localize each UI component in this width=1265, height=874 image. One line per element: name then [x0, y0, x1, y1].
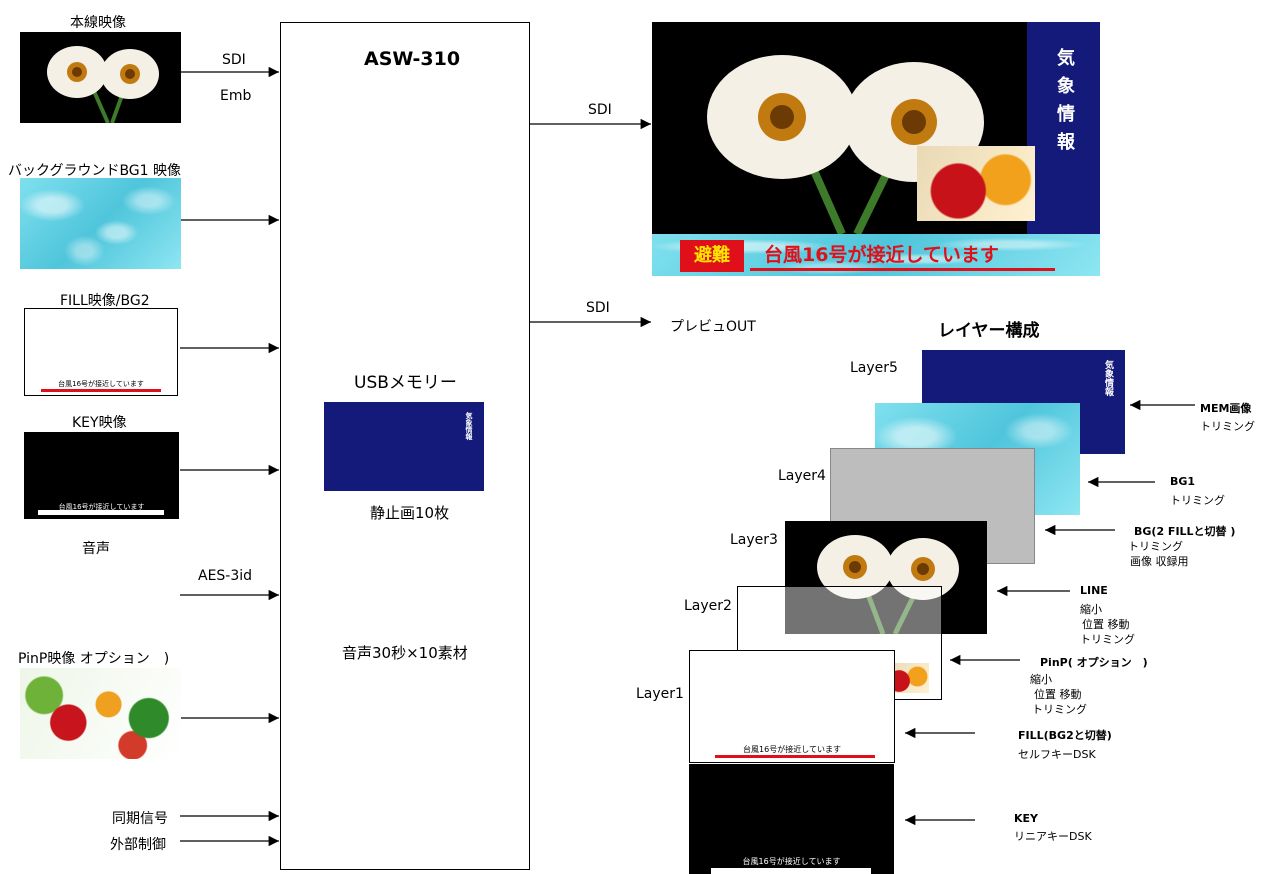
ann-bg2-sub2: 画像 収録用 — [1130, 555, 1189, 568]
key-layer-ticker-text: 台風16号が接近しています — [742, 857, 841, 866]
fill-ticker-text: 台風16号が接近しています — [58, 380, 144, 388]
fill-video-thumbnail: 台風16号が接近しています — [24, 308, 178, 396]
ann-bg1-title: BG1 — [1170, 475, 1196, 488]
bg1-video-thumbnail — [20, 178, 181, 269]
output-weather-vertical-text: 気象情報 — [1054, 48, 1075, 160]
layer4-label: Layer4 — [778, 468, 826, 484]
layer1-ticker-bar — [715, 755, 875, 758]
preview-out-label: プレビュOUT — [670, 319, 756, 335]
ann-fill-title: FILL(BG2と切替) — [1018, 729, 1112, 742]
key-video-thumbnail: 台風16号が接近しています — [24, 432, 179, 519]
device-name: ASW-310 — [364, 48, 461, 70]
key-video-label: KEY映像 — [72, 415, 127, 431]
ann-mem-title: MEM画像 — [1200, 402, 1252, 415]
fill-video-label: FILL映像/BG2 — [60, 293, 150, 309]
layer5-label: Layer5 — [850, 360, 898, 376]
external-control-label: 外部制御 — [110, 837, 166, 853]
ann-bg2-title: BG(2 FILLと切替 ) — [1134, 525, 1236, 538]
layer3-flower-image — [817, 535, 959, 634]
ann-line-sub1: 縮小 — [1080, 603, 1102, 616]
ann-line-title: LINE — [1080, 584, 1108, 597]
layers-title: レイヤー構成 — [938, 321, 1040, 341]
key-layer-ticker-bar — [711, 868, 871, 874]
output-pinp-image — [917, 146, 1035, 221]
usb-thumb-vertical-text: 気象情報 — [465, 412, 473, 440]
ann-pinp-sub3: トリミング — [1032, 703, 1087, 716]
main-video-thumbnail — [20, 32, 181, 123]
output-composite-image: 気象情報 避難 台風16号が接近しています — [652, 22, 1100, 276]
layer2-label: Layer2 — [684, 598, 732, 614]
ann-bg2-sub1: トリミング — [1128, 540, 1183, 553]
fill-ticker-bar — [41, 389, 161, 392]
sdi-out2-label: SDI — [586, 300, 610, 316]
bg1-video-label: バックグラウンドBG1 映像 — [8, 163, 182, 179]
sync-signal-label: 同期信号 — [112, 811, 168, 827]
output-ticker-text: 台風16号が接近しています — [764, 244, 999, 266]
layer1-ticker-text: 台風16号が接近しています — [743, 745, 841, 754]
ann-key-title: KEY — [1014, 812, 1039, 825]
ann-pinp-sub2: 位置 移動 — [1034, 688, 1082, 701]
output-ticker-underline — [750, 268, 1055, 271]
emb-label: Emb — [220, 88, 252, 104]
layer5-vertical-text: 気象情報 — [1103, 360, 1113, 396]
ann-mem-sub: トリミング — [1200, 420, 1255, 433]
output-flower-image — [707, 55, 984, 234]
main-video-label: 本線映像 — [70, 15, 126, 31]
layer1-label: Layer1 — [636, 686, 684, 702]
ann-fill-sub: セルフキーDSK — [1018, 748, 1096, 761]
layer1-fill-image: 台風16号が接近しています — [689, 650, 895, 763]
sdi-out1-label: SDI — [588, 102, 612, 118]
ann-pinp-title: PinP( オプション ) — [1040, 656, 1148, 669]
layer3-label: Layer3 — [730, 532, 778, 548]
key-ticker-text: 台風16号が接近しています — [58, 503, 145, 511]
usb-memory-label: USBメモリー — [354, 373, 457, 393]
audio-label: 音声 — [82, 541, 110, 557]
ann-line-sub3: トリミング — [1080, 633, 1135, 646]
layer3-line-image — [785, 521, 987, 634]
flower-image — [47, 46, 159, 123]
usb-still-thumbnail: 気象情報 — [324, 402, 484, 491]
ann-pinp-sub1: 縮小 — [1030, 673, 1052, 686]
ann-key-sub: リニアキーDSK — [1014, 830, 1092, 843]
ann-bg1-sub: トリミング — [1170, 494, 1225, 507]
ann-line-sub2: 位置 移動 — [1082, 618, 1130, 631]
key-ticker-bar — [38, 510, 164, 515]
evac-badge: 避難 — [680, 240, 744, 272]
pinp-video-thumbnail — [20, 668, 181, 759]
still-images-label: 静止画10枚 — [370, 504, 450, 522]
aes-label: AES-3id — [198, 568, 253, 584]
sdi-in-label: SDI — [222, 52, 246, 68]
audio-materials-label: 音声30秒×10素材 — [342, 644, 468, 662]
output-weather-panel: 気象情報 — [1027, 22, 1100, 234]
key-layer-image: 台風16号が接近しています — [689, 764, 894, 874]
pinp-video-label: PinP映像 オプション ) — [18, 651, 170, 667]
